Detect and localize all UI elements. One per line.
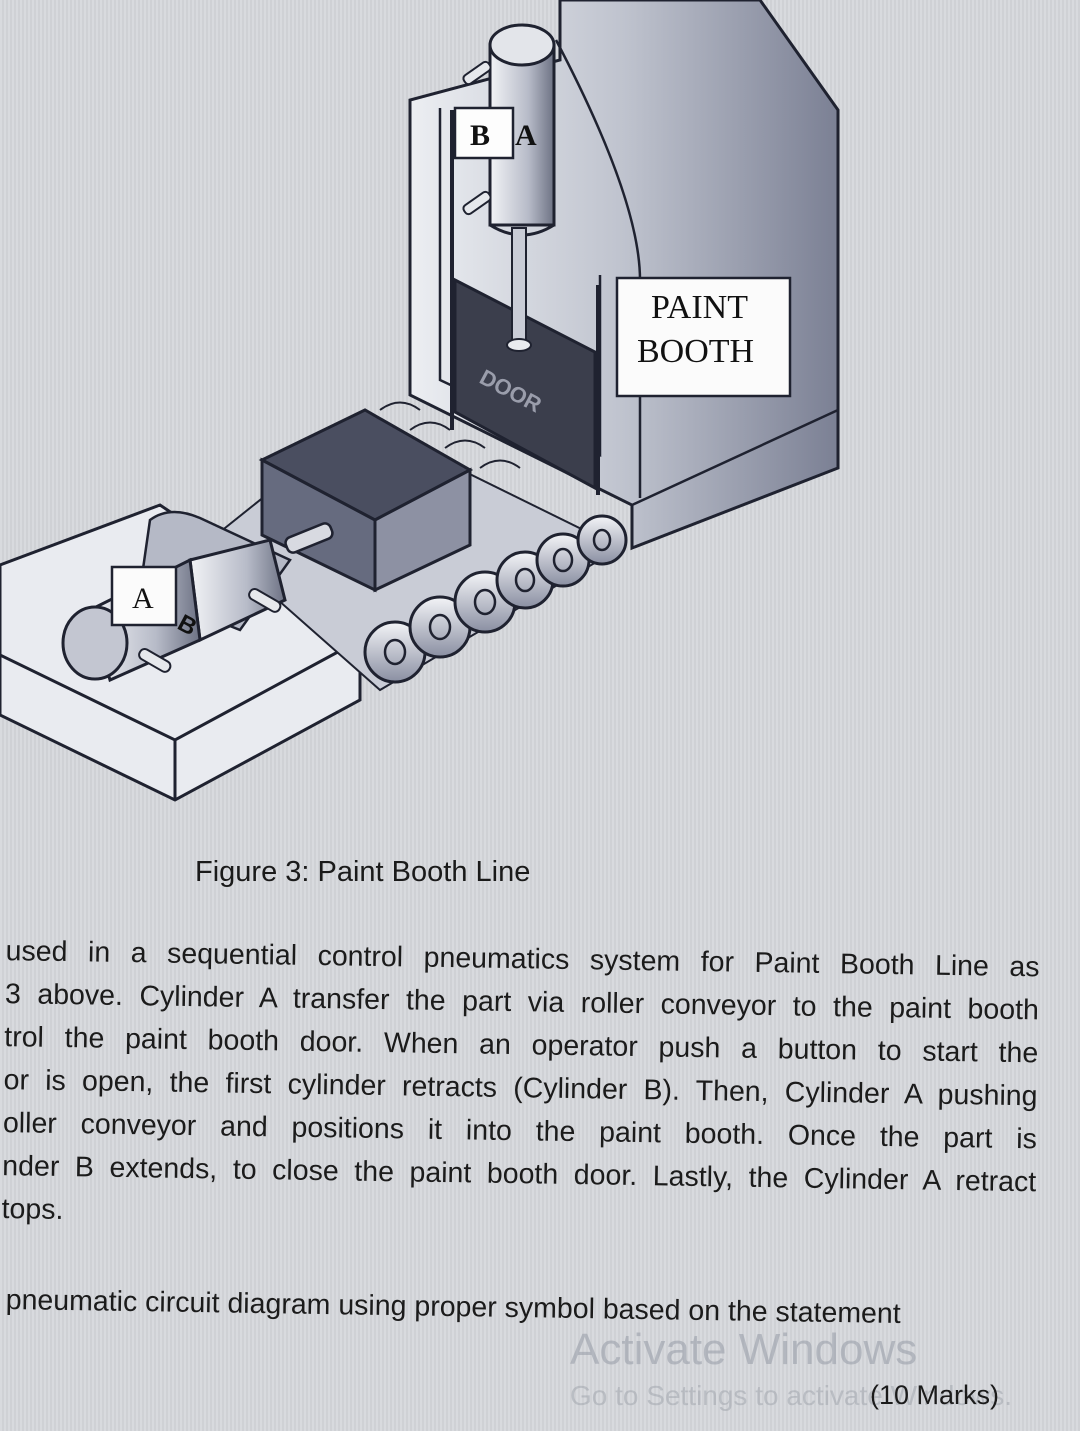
cylinder-a-base-label: A — [132, 582, 154, 615]
sign-paint-label: PAINT — [651, 289, 748, 326]
transfer-cylinder: A B — [61, 510, 334, 683]
question-text: pneumatic circuit diagram using proper s… — [5, 1284, 901, 1331]
paint-booth-figure: DOOR B A PAINT BOOTH — [0, 0, 840, 802]
sign-booth-label: BOOTH — [637, 333, 754, 370]
activate-windows-subtitle: Go to Settings to activate Windows. — [570, 1380, 1012, 1411]
base-platform — [0, 503, 362, 802]
cylinder-b-label: B — [470, 119, 490, 152]
figure-caption: Figure 3: Paint Booth Line — [195, 856, 531, 888]
marks-label: (10 Marks) — [870, 1380, 1000, 1410]
activate-windows-watermark: Activate Windows — [570, 1325, 918, 1374]
problem-paragraph: used in a sequential control pneumatics … — [0, 930, 1040, 1247]
door-cylinder: B A — [453, 23, 556, 352]
paint-booth-sign: PAINT BOOTH — [615, 276, 792, 398]
booth-door: DOOR — [450, 110, 600, 495]
cylinder-a-label: A — [515, 119, 537, 152]
